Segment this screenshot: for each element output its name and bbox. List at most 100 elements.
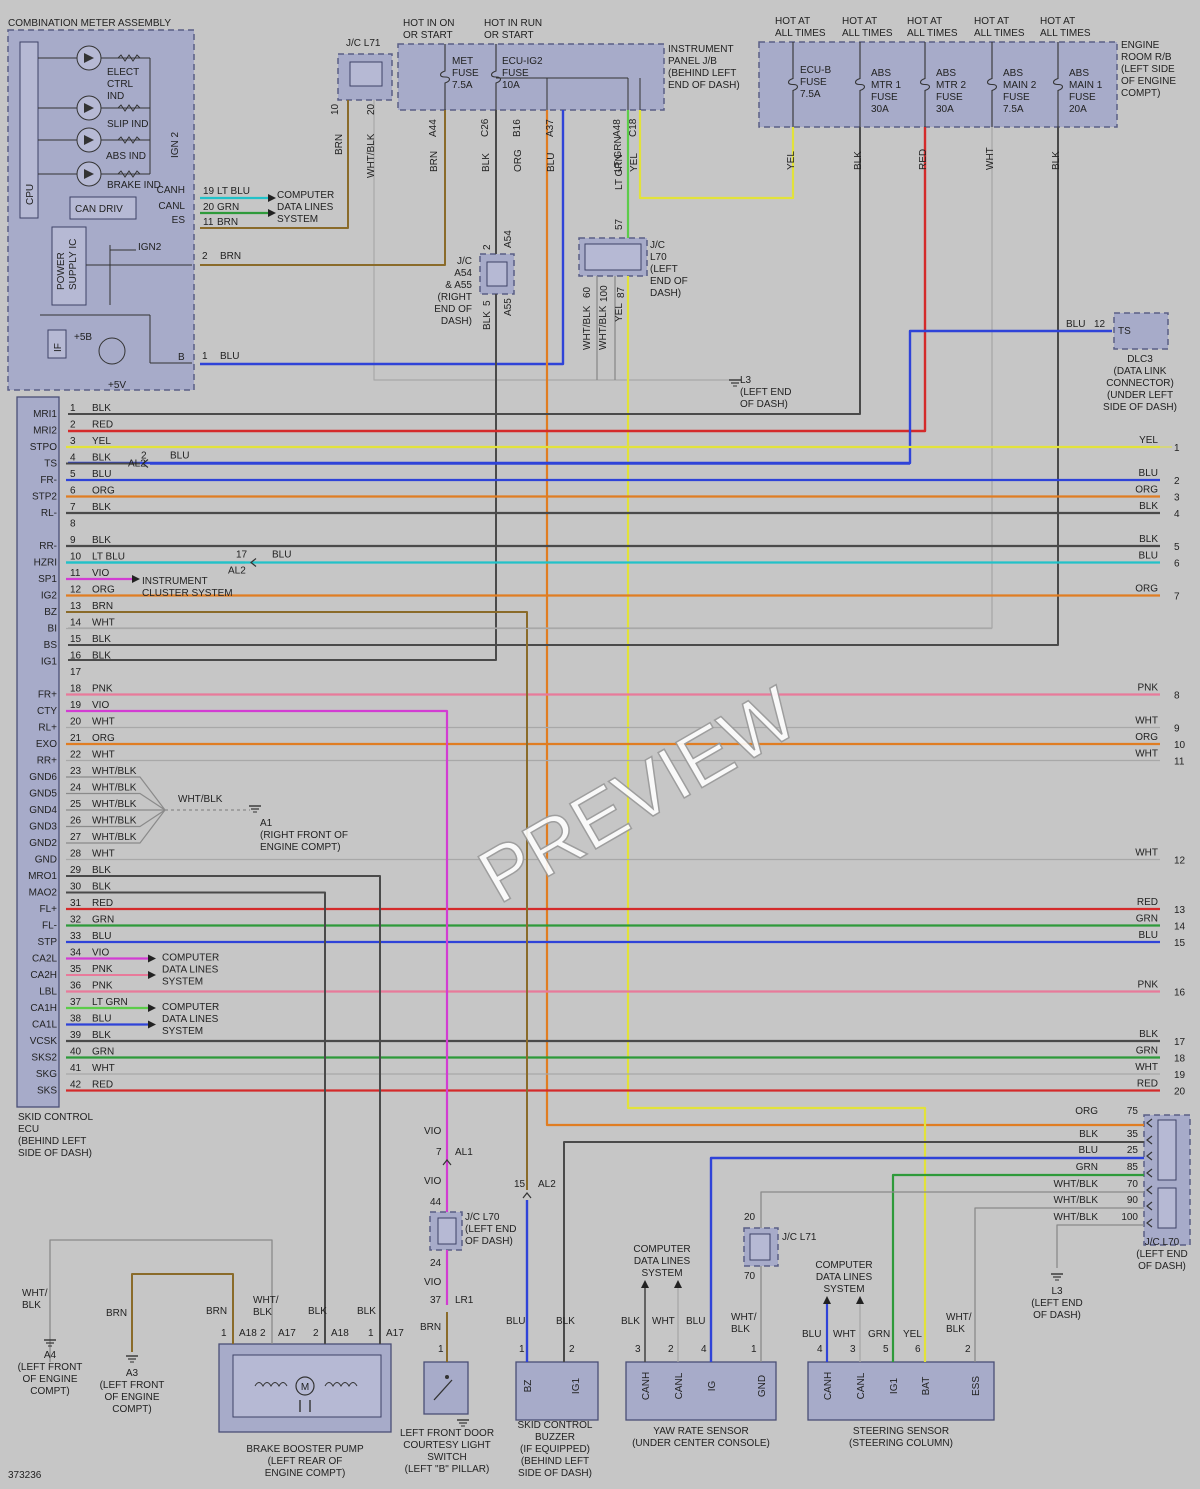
pin-number: 70 <box>1127 1179 1139 1190</box>
ecu-pin-name: RR+ <box>37 756 57 767</box>
wire-color-label: BLK <box>946 1324 965 1335</box>
met-fuse-label: MET <box>452 56 473 67</box>
instrument-panel-jb-label: PANEL J/B <box>668 56 717 67</box>
right-wire-color: BLU <box>1139 551 1158 562</box>
pin-number: 4 <box>701 1344 707 1355</box>
wire-blk <box>563 1141 1144 1362</box>
wire-color-label: ORG <box>92 585 115 596</box>
hot-at-all-times-label: HOT AT <box>842 16 877 27</box>
hot-at-all-times-label: HOT AT <box>974 16 1009 27</box>
ground-a3-label: OF ENGINE <box>104 1392 159 1403</box>
wire-color-label: RED <box>918 149 929 170</box>
jc-l70-bus-2 <box>1157 1187 1177 1229</box>
engine-room-rb-label: COMPT) <box>1121 88 1160 99</box>
instrument-panel-jb-label: INSTRUMENT <box>668 44 734 55</box>
off-page-ref: 7 <box>1174 592 1180 603</box>
indicator-label: ABS IND <box>106 151 146 162</box>
instrument-panel-jb-label: END OF DASH) <box>668 80 740 91</box>
wire-color-label: BRN <box>220 251 241 262</box>
ecu-pin-name: BI <box>48 624 57 635</box>
jc-l70-vio-bus <box>437 1217 457 1245</box>
ground-a1-label: A1 <box>260 818 273 829</box>
right-wire-color: ORG <box>1135 485 1158 496</box>
wire-color-label: WHT <box>92 717 115 728</box>
resistor-icon <box>117 54 141 62</box>
door-switch-label: (LEFT "B" PILLAR) <box>405 1464 490 1475</box>
pin-number: 10 <box>70 552 82 563</box>
skid-ecu-label: SKID CONTROL <box>18 1112 93 1123</box>
wire-color-label: BLK <box>92 502 111 513</box>
terminal-id: A17 <box>278 1328 296 1339</box>
pin-number: 20 <box>203 202 215 213</box>
wire-color-label: BLK <box>92 634 111 645</box>
pin-number: 33 <box>70 931 82 942</box>
wire-brn <box>200 100 349 229</box>
sensor-pin-name: IG <box>707 1381 718 1392</box>
jc-a54-label: A54 <box>454 268 472 279</box>
engine-room-rb-label: ROOM R/B <box>1121 52 1172 63</box>
right-wire-color: PNK <box>1137 683 1158 694</box>
ecu-ig2-fuse-label: FUSE <box>502 68 529 79</box>
pin-number: 7 <box>436 1147 442 1158</box>
computer-data-lines-label: COMPUTER <box>162 953 219 964</box>
wire-color-label: ORG <box>513 149 524 172</box>
wire-wht-blk <box>66 809 166 828</box>
dlc3-box <box>1113 312 1169 350</box>
jc-l70-right-label: (LEFT END <box>1136 1249 1188 1260</box>
pin-number: 85 <box>1127 1162 1139 1173</box>
abs-main1-fuse-label: FUSE <box>1069 92 1096 103</box>
pin-number: 18 <box>70 684 82 695</box>
ecu-pin-name: CA2L <box>32 954 57 965</box>
off-page-ref: 20 <box>1174 1087 1186 1098</box>
canh-arrow <box>268 194 276 202</box>
wire-color-label: GRN <box>92 915 114 926</box>
ground-l3-label: OF DASH) <box>740 399 788 410</box>
pin-number: 3 <box>70 436 76 447</box>
pin-number: 34 <box>70 948 82 959</box>
wire-color-label: GRN <box>868 1329 890 1340</box>
power-supply-block <box>51 226 87 306</box>
led-diode-icon <box>84 53 94 63</box>
connector-chevron <box>142 459 149 468</box>
dlc3-label: CONNECTOR) <box>1106 378 1174 389</box>
pin-number: 20 <box>70 717 82 728</box>
buzzer-label: SIDE OF DASH) <box>518 1468 592 1479</box>
jc-l70-bus <box>584 243 642 271</box>
yaw-sensor-label: YAW RATE SENSOR <box>653 1426 748 1437</box>
pin-number: 5 <box>482 300 493 306</box>
jc-l70-label: L70 <box>650 252 667 263</box>
ground-l3-bottom-label: L3 <box>1051 1286 1063 1297</box>
wire-color-label: WHT/ <box>946 1312 972 1323</box>
ecu-pin-name: TS <box>44 459 57 470</box>
labels: COMBINATION METER ASSEMBLYCPUELECTCTRLIN… <box>8 16 1188 1481</box>
pin-number: 60 <box>582 286 593 298</box>
jc-l70-connector <box>1146 1151 1153 1161</box>
abs-mtr2-fuse-label: 30A <box>936 104 954 115</box>
sensor-pin-name: ESS <box>971 1376 982 1396</box>
document-id: 373236 <box>8 1470 42 1481</box>
ecu-pin-name: RR- <box>39 541 57 552</box>
wire-color-label: YEL <box>629 153 640 172</box>
pin-number: 28 <box>70 849 82 860</box>
sp1-arrow <box>132 575 140 583</box>
ecu-pin-name: RL- <box>41 508 57 519</box>
splice-label: AL2 <box>538 1179 556 1190</box>
connector-chevron <box>522 1192 532 1199</box>
wire-color-label: BLK <box>853 151 864 170</box>
wire-color-label: BRN <box>429 151 440 172</box>
right-wire-color: WHT <box>1135 749 1158 760</box>
canl-arrow <box>268 209 276 217</box>
wire-color-label: VIO <box>92 948 109 959</box>
sensor-pin-name: CANL <box>856 1372 867 1399</box>
pin-number: 2 <box>965 1344 971 1355</box>
jc-a54-label: (RIGHT <box>438 292 472 303</box>
splice-label: AL2 <box>228 566 246 577</box>
wire-color-label: YEL <box>903 1329 922 1340</box>
terminal-id: C26 <box>480 118 491 137</box>
pin-number: 20 <box>744 1212 756 1223</box>
abs-mtr2-fuse-label: FUSE <box>936 92 963 103</box>
right-wire-color: PNK <box>1137 980 1158 991</box>
off-page-ref: 11 <box>1174 757 1185 768</box>
pin-number: 5 <box>70 469 76 480</box>
abs-main2-fuse-label: ABS <box>1003 68 1023 79</box>
